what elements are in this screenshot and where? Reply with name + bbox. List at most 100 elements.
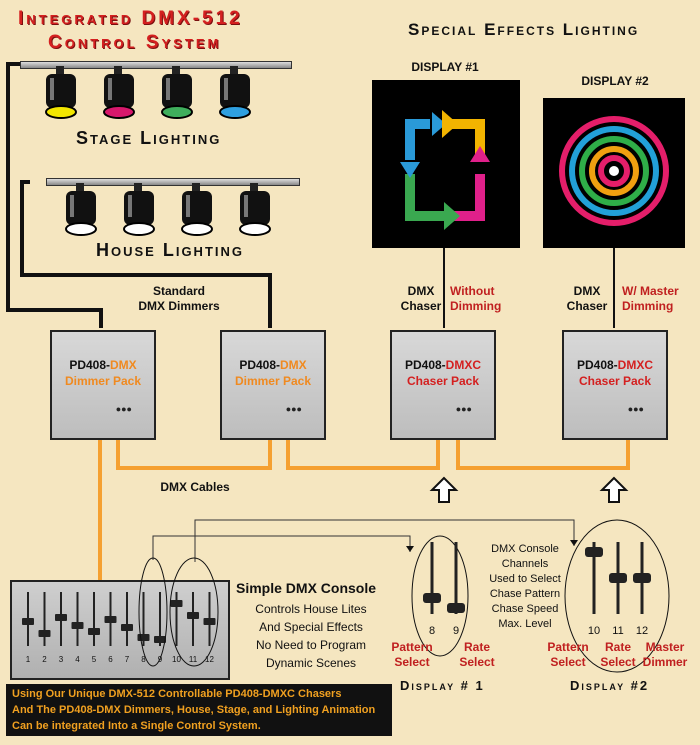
house-lights <box>65 183 271 236</box>
house-truss <box>46 178 300 186</box>
slider-channel-label: 12 <box>636 625 648 637</box>
dimmer-pack-2: PD408-DMX Dimmer Pack ●●● <box>220 330 326 440</box>
pack-suffix: DMXC <box>617 358 654 372</box>
pack-jack-icon: ●●● <box>285 404 302 414</box>
fader-knob[interactable] <box>154 636 166 643</box>
ring-icon <box>589 146 639 196</box>
display1-title: DISPLAY #1 <box>411 60 479 74</box>
chaser-pack-1: PD408-DMXC Chaser Pack ●●● <box>390 330 496 440</box>
d2-rate-select: Rate Select <box>600 640 636 669</box>
chaser-pack-2: PD408-DMXC Chaser Pack ●●● <box>562 330 668 440</box>
display2-sliders: 10 11 12 <box>585 542 651 637</box>
dmx-cable-2 <box>116 440 272 470</box>
dmx-cables-label: DMX Cables <box>160 480 230 494</box>
pack-type: Chaser Pack <box>578 374 652 388</box>
dmx-cable-4 <box>456 440 630 470</box>
fader-channel-label: 3 <box>59 655 64 664</box>
slider-channel-label: 8 <box>429 625 435 637</box>
display2-caption: Display #2 <box>570 678 650 693</box>
concentric-rings-graphic <box>559 116 669 226</box>
fader-knob[interactable] <box>88 628 100 635</box>
pack-type: Dimmer Pack <box>234 374 312 388</box>
connector-display1 <box>152 535 411 560</box>
fader-channel-label: 8 <box>141 655 146 664</box>
fader-channel-label: 2 <box>42 655 47 664</box>
pack-suffix: DMXC <box>445 358 482 372</box>
house-lighting-label: House Lighting <box>96 240 245 260</box>
slider-channel-label: 10 <box>588 625 600 637</box>
fader-knob[interactable] <box>203 618 216 625</box>
console-title: Simple DMX Console <box>236 580 377 596</box>
pack-jack-icon: ●●● <box>455 404 472 414</box>
fader-channel-label: 11 <box>189 655 198 664</box>
fader-knob[interactable] <box>71 622 84 629</box>
fader-knob[interactable] <box>187 612 199 619</box>
fader-channel-label: 10 <box>172 655 181 664</box>
spotlight-icon <box>45 66 77 119</box>
ring-icon <box>569 126 659 216</box>
spotlight-icon <box>181 183 213 236</box>
d2-pattern-select: Pattern Select <box>547 640 589 669</box>
fader-knob[interactable] <box>55 614 67 621</box>
slider-channel-label: 11 <box>612 625 623 637</box>
dimmer-pack-1: PD408-DMX Dimmer Pack ●●● <box>50 330 156 440</box>
fader-channel-label: 4 <box>75 655 80 664</box>
spotlight-icon <box>65 183 97 236</box>
ring-icon <box>579 136 649 206</box>
up-arrow-icon <box>429 476 459 503</box>
slider-knob[interactable] <box>609 573 627 583</box>
display2-panel <box>543 98 685 248</box>
pack-suffix: DMX <box>280 358 307 372</box>
slider-knob[interactable] <box>633 573 651 583</box>
d1-rate-select: Rate Select <box>459 640 495 669</box>
slider-knob[interactable] <box>447 603 465 613</box>
fader-channel-label: 12 <box>205 655 214 664</box>
fader-channel-label: 9 <box>158 655 163 664</box>
dmx-cable-3 <box>286 440 440 470</box>
d2-master-dimmer: Master Dimmer <box>642 640 688 669</box>
spotlight-icon <box>103 66 135 119</box>
stage-lighting-label: Stage Lighting <box>76 128 222 148</box>
fader-knob[interactable] <box>170 600 183 607</box>
spotlight-icon <box>239 183 271 236</box>
footer-note: Using Our Unique DMX-512 Controllable PD… <box>6 684 392 736</box>
slider-knob[interactable] <box>423 593 441 603</box>
fader-channel-label: 7 <box>125 655 130 664</box>
fader-channel-label: 5 <box>92 655 97 664</box>
d1-pattern-select: Pattern Select <box>391 640 433 669</box>
stage-lights <box>45 66 251 119</box>
pack-type: Chaser Pack <box>406 374 480 388</box>
pack-suffix: DMX <box>110 358 137 372</box>
main-title-line1: Integrated DMX-512 <box>18 8 243 29</box>
display1-panel <box>372 80 520 248</box>
spotlight-icon <box>161 66 193 119</box>
display1-caption: Display # 1 <box>400 678 485 693</box>
display2-title: DISPLAY #2 <box>581 74 649 88</box>
house-cable <box>20 180 272 328</box>
chase-arrows-graphic <box>400 110 490 230</box>
fader-knob[interactable] <box>104 616 117 623</box>
stage-truss <box>20 61 292 69</box>
fader-channel-label: 1 <box>26 655 31 664</box>
pack-jack-icon: ●●● <box>115 404 132 414</box>
fader-knob[interactable] <box>22 618 34 625</box>
fader-channel-label: 6 <box>108 655 113 664</box>
main-title-line2: Control System <box>48 32 222 53</box>
slider-knob[interactable] <box>585 547 603 557</box>
fader-knob[interactable] <box>121 624 133 631</box>
fader-knob[interactable] <box>38 630 51 637</box>
pack-type: Dimmer Pack <box>64 374 142 388</box>
special-effects-title: Special Effects Lighting <box>408 20 640 39</box>
fader-knob[interactable] <box>137 634 150 641</box>
ring-icon <box>598 155 630 187</box>
